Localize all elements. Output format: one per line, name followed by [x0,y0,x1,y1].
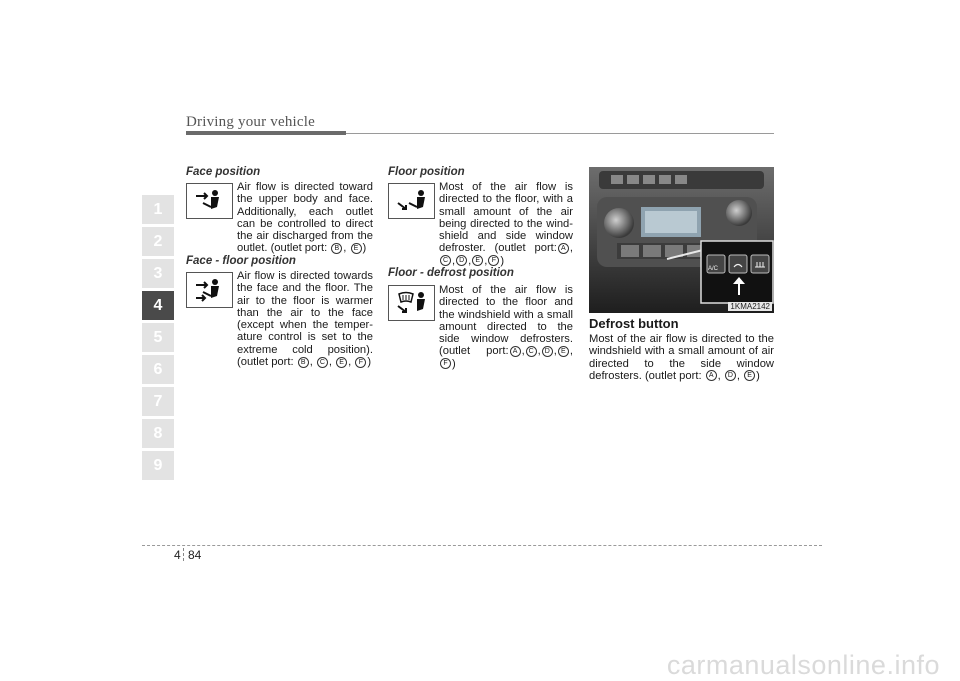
outlet-port-label: D [541,346,553,358]
watermark-text: carmanualsonline.info [666,650,940,680]
outlet-port-label: C [525,346,537,358]
chapter-tab-1[interactable]: 1 [142,195,174,224]
outlet-port-label: F [355,356,367,368]
defrost-button-text: Most of the air flow is directed to the … [589,333,774,382]
outlet-port-label: A [509,346,521,358]
header-rule [346,133,774,134]
page-number-divider [183,548,184,561]
floor-defrost-position-heading: Floor - defrost position [388,267,514,279]
figure-code: 1KMA2142 [728,302,772,311]
outlet-port-label: E [557,346,569,358]
face-floor-position-heading: Face - floor position [186,255,296,267]
outlet-port-label: E [744,370,756,382]
footer-rule [142,545,822,546]
floor-vent-icon [388,183,435,219]
outlet-port-label: F [440,358,451,370]
outlet-port-label: E [472,255,484,267]
outlet-port-label: B [297,356,309,368]
page-number: 84 [188,548,202,562]
face-position-text: Air flow is directed toward the upper bo… [237,181,373,255]
chapter-tab-9[interactable]: 9 [142,451,174,480]
outlet-port-label: C [440,255,451,267]
outlet-port-label: D [456,255,468,267]
chapter-tab-5[interactable]: 5 [142,323,174,352]
face-vent-icon [186,183,233,219]
outlet-port-label: E [350,243,362,255]
defrost-button-heading: Defrost button [589,316,679,331]
outlet-port-label: A [705,370,717,382]
page-header-title: Driving your vehicle [186,114,315,130]
outlet-port-label: D [724,370,736,382]
outlet-port-label: F [488,255,500,267]
chapter-tab-8[interactable]: 8 [142,419,174,448]
climate-control-photo: A/C 1KMA2142 [589,167,774,313]
face-position-heading: Face position [186,166,261,178]
chapter-tab-3[interactable]: 3 [142,259,174,288]
outlet-port-label: C [316,356,328,368]
floor-defrost-position-text: Most of the air flow is directed to the … [439,284,573,370]
floor-defrost-vent-icon [388,285,435,321]
chapter-tabs: 1 2 3 4 5 6 7 8 9 [142,195,174,483]
face-floor-position-text: Air flow is directed towards the face an… [237,270,373,369]
face-floor-vent-icon [186,272,233,308]
floor-position-heading: Floor position [388,166,465,178]
outlet-port-label: E [336,356,348,368]
chapter-tab-2[interactable]: 2 [142,227,174,256]
button-label-text: A/C [708,266,719,272]
outlet-port-label: A [557,243,569,255]
chapter-tab-4[interactable]: 4 [142,291,174,320]
chapter-number: 4 [174,548,181,562]
chapter-tab-6[interactable]: 6 [142,355,174,384]
floor-position-text: Most of the air flow is directed to the … [439,181,573,267]
outlet-port-label: B [331,243,343,255]
chapter-tab-7[interactable]: 7 [142,387,174,416]
header-bar [186,131,346,135]
